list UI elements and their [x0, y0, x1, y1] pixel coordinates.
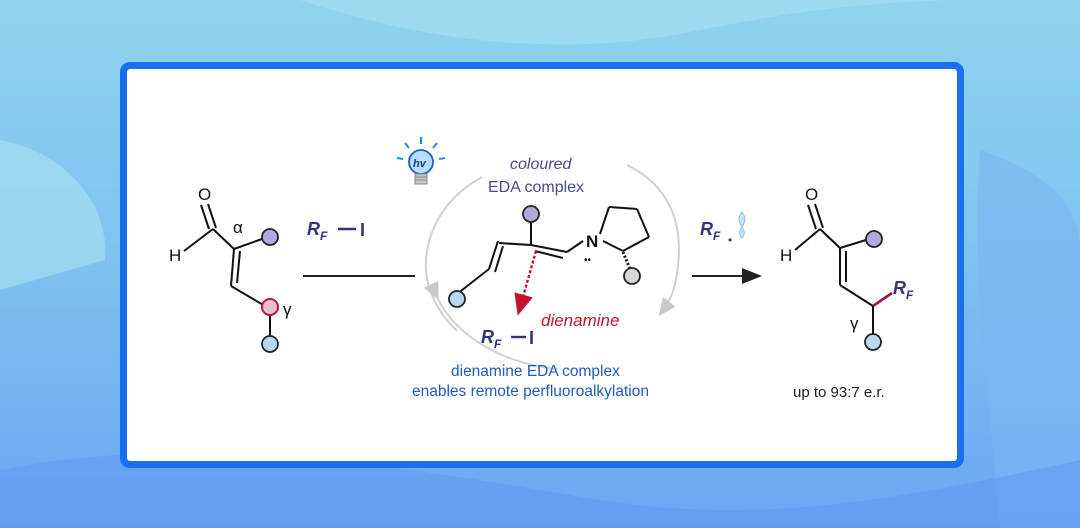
- reactant-structure: [183, 203, 271, 336]
- pyrrolidine-substituent: [623, 267, 641, 285]
- complex-rf-letter: R: [481, 327, 494, 347]
- svg-text:RF: RF: [893, 278, 914, 302]
- product-rf-letter: R: [893, 278, 906, 298]
- dienamine-structure: [456, 206, 650, 295]
- background-wave-right: [977, 150, 1080, 528]
- hashed-wedge-bond: [621, 251, 632, 270]
- cycle-arc-right: [626, 164, 680, 317]
- electron-transfer-arrow: [514, 250, 538, 316]
- nitrogen-label: N: [586, 232, 598, 251]
- reagent-rf-subscript: F: [320, 229, 328, 243]
- catalytic-cycle: [423, 164, 680, 370]
- reagent-iodine: I: [360, 220, 365, 240]
- product-oxygen: O: [805, 185, 818, 204]
- dienamine-top-substituent: [522, 205, 540, 223]
- product-rf-bond: [872, 291, 893, 308]
- complex-iodine: I: [529, 328, 534, 348]
- cycle-arc-left: [424, 176, 483, 332]
- lone-pair-dots: ••: [584, 255, 592, 266]
- product-alpha-substituent: [865, 230, 883, 248]
- cycle-arc-bottom: [423, 280, 558, 370]
- rf-radical: RF •: [700, 211, 746, 247]
- background-wave-top: [300, 0, 1080, 45]
- hv-label: hv: [413, 158, 427, 170]
- svg-text:RF: RF: [307, 219, 328, 243]
- gamma-substituent-circle: [261, 335, 279, 353]
- eda-title-line1: coloured: [510, 156, 572, 173]
- product-er-label: up to 93:7 e.r.: [793, 384, 885, 401]
- complex-note-line2: enables remote perfluoroalkylation: [412, 383, 649, 400]
- svg-text:RF: RF: [481, 327, 502, 351]
- dienamine-left-substituent: [448, 290, 466, 308]
- svg-text:RF: RF: [700, 219, 721, 243]
- product-gamma-substituent: [864, 333, 882, 351]
- eda-title-line2: EDA complex: [488, 179, 584, 196]
- product-gamma-label: γ: [850, 314, 859, 333]
- reagent-rf-letter: R: [307, 219, 320, 239]
- gamma-carbon-circle: [261, 298, 279, 316]
- background-wave-left: [0, 140, 106, 290]
- radical-dot: •: [728, 233, 732, 247]
- reactant-oxygen: O: [198, 185, 211, 204]
- alpha-label: α: [233, 218, 243, 237]
- reaction-scheme: O H α γ RF I hv coloured EDA complex: [169, 137, 914, 401]
- light-bulb-icon: hv: [396, 137, 446, 185]
- complex-note-line1: dienamine EDA complex: [451, 363, 620, 380]
- dienamine-label: dienamine: [541, 311, 619, 330]
- scheme-card: O H α γ RF I hv coloured EDA complex: [120, 62, 964, 468]
- gamma-label: γ: [283, 300, 292, 319]
- radical-orbital-icon: [738, 211, 746, 239]
- radical-rf-letter: R: [700, 219, 713, 239]
- alpha-substituent-circle: [261, 228, 279, 246]
- background-wave-bottom: [0, 453, 1080, 528]
- product-rf-subscript: F: [906, 288, 914, 302]
- complex-rf-i: RF I: [481, 327, 534, 351]
- product-hydrogen: H: [780, 246, 792, 265]
- product-structure: [794, 203, 874, 334]
- complex-rf-subscript: F: [494, 337, 502, 351]
- reagent-rf-i: RF I: [307, 219, 365, 243]
- radical-rf-subscript: F: [713, 229, 721, 243]
- reactant-hydrogen: H: [169, 246, 181, 265]
